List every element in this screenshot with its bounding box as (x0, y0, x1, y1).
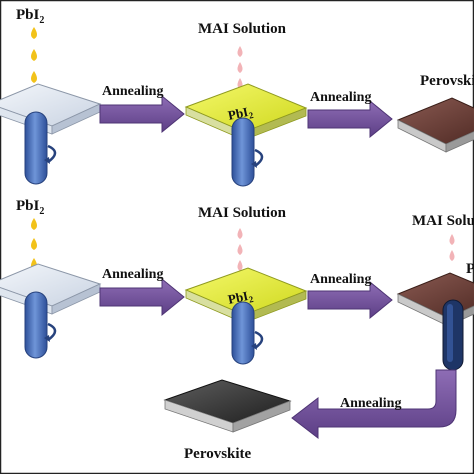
row1-spin-coater-icon-2 (231, 117, 264, 187)
row2-annealing-label-1: Annealing (102, 267, 163, 282)
row2-annealing-arrow-2 (307, 280, 393, 320)
row2-pbi2-coated-plate (184, 267, 308, 324)
row2-mai-solution-label-2: MAI Solution (412, 213, 474, 229)
row1-spin-coater-icon (24, 111, 57, 185)
row1-annealing-arrow-1 (99, 94, 185, 134)
row2-mai-drops (237, 228, 243, 271)
row2-pbi2-drops (31, 218, 37, 270)
row1-pbi2-drops (31, 27, 37, 83)
row2-substrate-plate (0, 263, 102, 315)
row2-spin-coater-icon (24, 291, 57, 359)
row1-perovskite-label: Perovskite (420, 73, 474, 89)
row2-final-perovskite-plate (163, 379, 292, 433)
row1-mai-solution-label: MAI Solution (198, 21, 287, 37)
row1-mai-drops (237, 46, 243, 89)
row2-annealing-label-3: Annealing (340, 396, 401, 411)
row2-perovskite-label: Perovskite (184, 446, 252, 462)
row1-pbi2-label: PbI2 (16, 7, 44, 26)
row1-pbi2-coated-plate (184, 83, 308, 141)
row2-pbi2-label: PbI2 (16, 198, 44, 217)
row2-annealing-arrow-1 (99, 277, 185, 317)
row2-mai-solution-label: MAI Solution (198, 205, 287, 221)
row2-annealing-arrow-3 (291, 369, 457, 440)
row1-substrate-plate (0, 83, 102, 135)
row2-spin-coater-icon-2 (231, 301, 264, 365)
row2-spin-coater-icon-3 (442, 299, 464, 371)
row1-annealing-label-2: Annealing (310, 90, 371, 105)
row2-mai-drops-2 (449, 234, 455, 261)
row1-perovskite-plate (396, 97, 474, 153)
row1-annealing-label-1: Annealing (102, 84, 163, 99)
row2-partial-label: P (466, 261, 474, 277)
row1-annealing-arrow-2 (307, 99, 393, 139)
row2-annealing-label-2: Annealing (310, 272, 371, 287)
